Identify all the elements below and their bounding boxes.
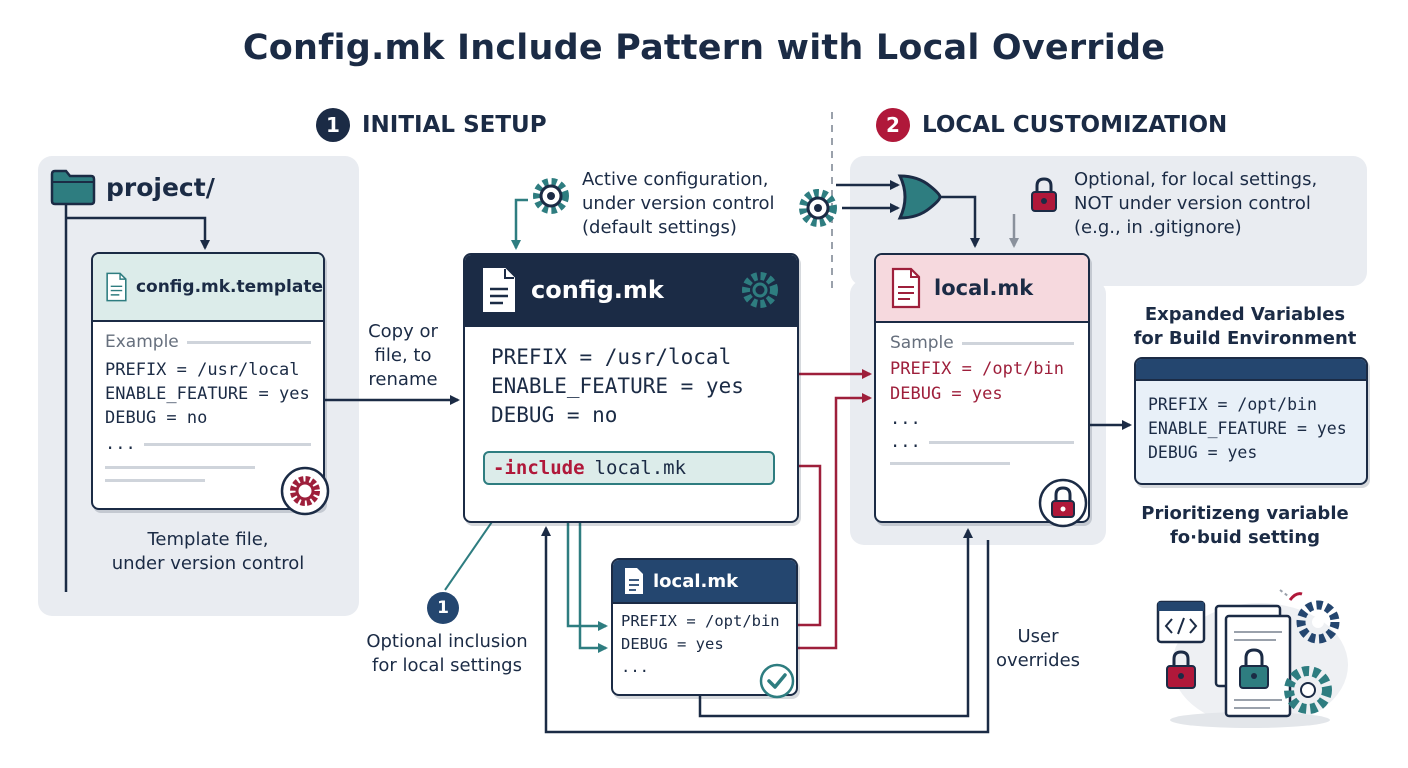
- local-main-card: local.mk Sample PREFIX = /opt/bin DEBUG …: [874, 253, 1090, 523]
- expanded-title-line: for Build Environment: [1133, 328, 1357, 349]
- template-line: ENABLE_FEATURE = yes: [105, 384, 310, 404]
- lock-icon: [1166, 650, 1196, 689]
- local-small-line: PREFIX = /opt/bin: [621, 612, 780, 630]
- local-section-label: Sample: [890, 333, 954, 353]
- prioritizing-caption: Prioritizeng variable fo·buid setting: [1130, 502, 1360, 550]
- local-small-line: DEBUG = yes: [621, 635, 724, 653]
- step-2-header: 2 LOCAL CUSTOMIZATION: [876, 108, 1227, 142]
- include-file: local.mk: [594, 457, 687, 479]
- project-to-template-arrow: [66, 216, 210, 250]
- override-arrow-2: [783, 393, 872, 650]
- optional-note-line: (e.g., in .gitignore): [1074, 217, 1242, 238]
- template-file-card: config.mk.template Example PREFIX = /usr…: [91, 252, 325, 510]
- expanded-line: PREFIX = /opt/bin: [1148, 395, 1317, 414]
- active-note-line: under version control: [582, 193, 775, 214]
- local-small-filename: local.mk: [653, 570, 739, 592]
- security-illustration: [1156, 589, 1348, 728]
- user-overrides-line: User: [1017, 626, 1059, 647]
- template-section-label: Example: [105, 332, 179, 352]
- file-icon: [625, 568, 643, 594]
- optional-inclusion-caption: Optional inclusion for local settings: [356, 630, 538, 678]
- optional-inclusion-line: for local settings: [372, 655, 522, 676]
- copy-label: Copy or file, to rename: [360, 320, 446, 392]
- project-folder: project/: [50, 168, 215, 206]
- expanded-title-line: Expanded Variables: [1144, 304, 1346, 325]
- lock-icon: [1239, 648, 1269, 689]
- gear-icon: [799, 189, 837, 227]
- feedback-to-config-arrow: [541, 526, 990, 734]
- step-2-badge: 2: [876, 108, 910, 142]
- lock-icon: [1031, 177, 1057, 212]
- local-main-line: PREFIX = /opt/bin: [890, 359, 1064, 379]
- template-caption: Template file, under version control: [80, 528, 336, 576]
- gear-icon: [1284, 666, 1332, 714]
- template-line: DEBUG = no: [105, 408, 208, 428]
- active-config-note: Active configuration, under version cont…: [582, 168, 822, 240]
- active-note-line: Active configuration,: [582, 169, 769, 190]
- optional-note-line: Optional, for local settings,: [1074, 169, 1318, 190]
- merge-gate-icon: [897, 174, 942, 220]
- config-line: PREFIX = /usr/local: [491, 345, 732, 369]
- prioritizing-line: Prioritizeng variable: [1141, 503, 1349, 524]
- template-filename: config.mk.template: [135, 277, 323, 297]
- gate-to-local-arrow: [940, 195, 980, 248]
- template-line: ...: [105, 434, 136, 454]
- user-override-arrow: [698, 528, 973, 718]
- active-note-arrow: [511, 198, 528, 250]
- lock-badge-icon: [1038, 478, 1088, 528]
- user-overrides-line: overrides: [995, 650, 1081, 671]
- step-1-label: INITIAL SETUP: [362, 112, 547, 138]
- include-directive: -include local.mk: [483, 451, 775, 485]
- copy-label-line: file, to: [374, 345, 432, 366]
- optional-inclusion-line: Optional inclusion: [366, 631, 528, 652]
- template-line: PREFIX = /usr/local: [105, 360, 300, 380]
- config-line: DEBUG = no: [491, 403, 618, 427]
- local-main-line: DEBUG = yes: [890, 384, 1003, 404]
- gear-icon: [742, 272, 778, 308]
- local-main-filename: local.mk: [934, 276, 1034, 300]
- optional-note-line: NOT under version control: [1074, 193, 1311, 214]
- gear-icon: [533, 178, 569, 214]
- user-overrides-label: User overrides: [990, 625, 1086, 673]
- include-keyword: -include: [493, 457, 585, 479]
- gear-badge-icon: [280, 466, 330, 516]
- step-2-label: LOCAL CUSTOMIZATION: [922, 112, 1228, 138]
- template-caption-line: Template file,: [147, 529, 269, 550]
- copy-label-line: rename: [368, 369, 438, 390]
- file-icon: [891, 267, 921, 309]
- expanded-variables-card: PREFIX = /opt/bin ENABLE_FEATURE = yes D…: [1134, 357, 1368, 485]
- step-1-header: 1 INITIAL SETUP: [316, 108, 547, 142]
- check-icon: [759, 663, 795, 699]
- config-filename: config.mk: [531, 276, 664, 304]
- active-note-line: (default settings): [582, 217, 737, 238]
- file-icon: [106, 272, 127, 302]
- folder-icon: [50, 169, 96, 206]
- optional-note: Optional, for local settings, NOT under …: [1074, 168, 1364, 240]
- copy-label-line: Copy or: [368, 321, 438, 342]
- code-window-icon: [1156, 600, 1206, 644]
- expanded-line: DEBUG = yes: [1148, 443, 1258, 462]
- file-icon: [483, 268, 515, 312]
- page-title: Config.mk Include Pattern with Local Ove…: [242, 28, 1166, 68]
- optional-inclusion-badge: 1: [427, 592, 459, 624]
- local-small-card: local.mk PREFIX = /opt/bin DEBUG = yes .…: [611, 558, 798, 696]
- local-main-line: ...: [890, 432, 921, 452]
- folder-label: project/: [106, 172, 215, 202]
- local-small-line: ...: [621, 658, 649, 676]
- expanded-title: Expanded Variables for Build Environment: [1120, 303, 1370, 351]
- config-line: ENABLE_FEATURE = yes: [491, 374, 744, 398]
- expanded-line: ENABLE_FEATURE = yes: [1148, 419, 1347, 438]
- prioritizing-line: fo·buid setting: [1169, 527, 1321, 548]
- gear-icon: [1296, 600, 1340, 644]
- local-main-line: ...: [890, 409, 921, 429]
- template-caption-line: under version control: [111, 553, 305, 574]
- step-1-badge: 1: [316, 108, 350, 142]
